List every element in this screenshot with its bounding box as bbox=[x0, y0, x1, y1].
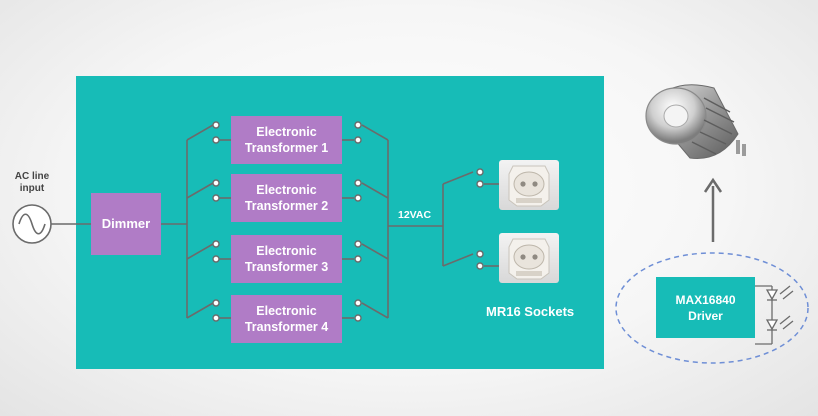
driver-highlight-ellipse bbox=[615, 252, 809, 364]
output-switch-3 bbox=[342, 243, 389, 260]
mr16-socket-image-2 bbox=[499, 233, 559, 283]
ac-source-icon bbox=[12, 204, 52, 244]
driver-block: MAX16840 Driver bbox=[656, 277, 755, 338]
output-switch-1 bbox=[342, 124, 389, 141]
input-switch-4 bbox=[186, 302, 231, 319]
dimmer-label: Dimmer bbox=[101, 216, 151, 231]
mr16-lamp-image bbox=[640, 78, 752, 170]
transformer-1-line2: Transformer 1 bbox=[244, 141, 329, 155]
socket-icon bbox=[508, 165, 550, 207]
driver-part-number: MAX16840 bbox=[675, 292, 736, 307]
transformer-4-line2: Transformer 4 bbox=[244, 320, 329, 334]
transformer-2-line2: Transformer 2 bbox=[244, 199, 329, 213]
transformer-1-line1: Electronic bbox=[256, 125, 317, 139]
led-string-icon bbox=[755, 285, 794, 345]
input-switch-2 bbox=[186, 182, 231, 199]
mr16-socket-image-1 bbox=[499, 160, 559, 210]
output-switch-4 bbox=[342, 302, 389, 319]
transformer-4-line1: Electronic bbox=[256, 304, 317, 318]
ac-input-label: AC line input bbox=[10, 171, 54, 195]
socket-switch-1 bbox=[442, 171, 499, 185]
transformer-3-line2: Transformer 3 bbox=[244, 260, 329, 274]
socket-icon bbox=[508, 238, 550, 280]
mr16-sockets-label: MR16 Sockets bbox=[486, 304, 575, 319]
driver-label: Driver bbox=[688, 308, 723, 323]
output-switch-2 bbox=[342, 182, 389, 199]
transformer-3-line1: Electronic bbox=[256, 244, 317, 258]
arrow-up-icon bbox=[703, 177, 723, 242]
transformer-2-line1: Electronic bbox=[256, 183, 317, 197]
input-switch-3 bbox=[186, 243, 231, 260]
ac-input-label-line2: input bbox=[19, 183, 45, 194]
led-lamp-icon bbox=[645, 84, 746, 159]
socket-switch-2 bbox=[442, 253, 499, 267]
ac-input-label-line1: AC line bbox=[14, 171, 50, 182]
dimmer-block: Dimmer bbox=[91, 193, 161, 255]
input-switch-1 bbox=[186, 124, 231, 141]
voltage-label: 12VAC bbox=[398, 209, 432, 221]
